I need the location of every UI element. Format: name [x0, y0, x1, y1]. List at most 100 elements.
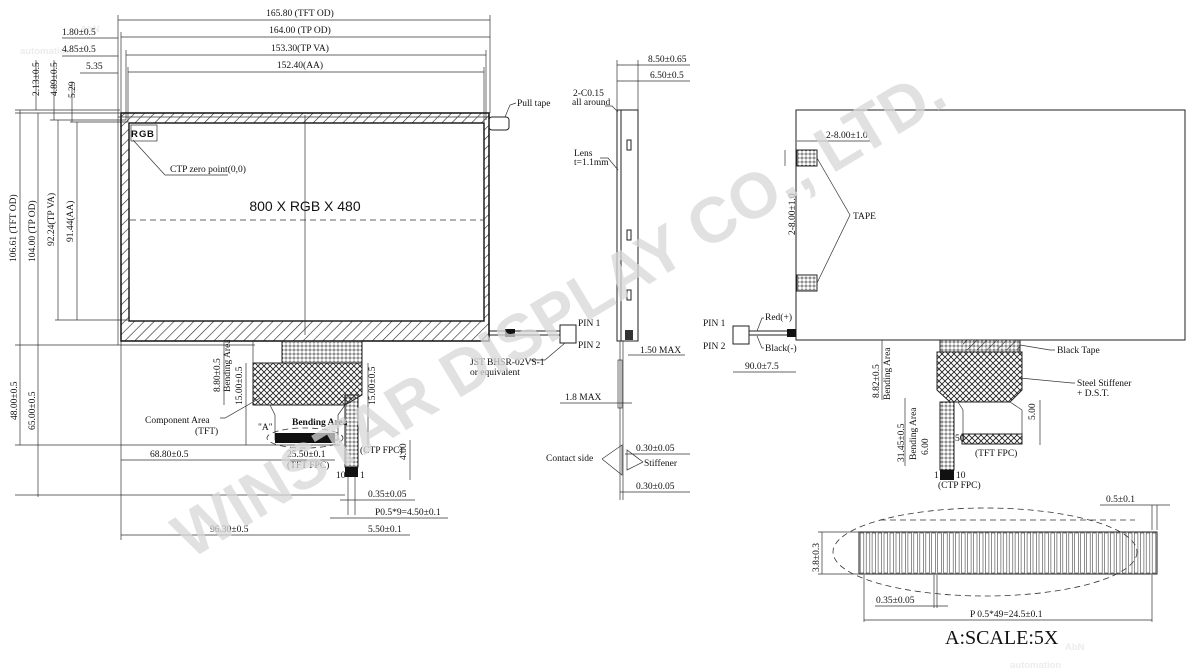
dim-882: 8.82±0.5 [872, 364, 882, 398]
contact-finger [895, 532, 900, 574]
contact-finger [1110, 532, 1115, 574]
dim-035: 0.35±0.05 [368, 490, 407, 500]
back-view: 2-8.00±1.0 2-8.00±1.0 TAPE PIN 1 PIN 2 R… [703, 109, 1186, 491]
chamfer-label: 2-C0.15 [573, 89, 604, 99]
dim-030-a: 0.30±0.05 [636, 444, 675, 454]
contact-finger [1002, 532, 1008, 574]
contact-finger [1098, 532, 1103, 574]
dim-550: 5.50±0.1 [368, 525, 402, 535]
detail-contacts [858, 531, 1158, 575]
contact-finger [1044, 532, 1049, 574]
dim-1500-a: 15.00±0.5 [235, 366, 245, 405]
dim-aa-height: 91.44(AA) [65, 201, 76, 242]
back-ctp-fpc-label: (CTP FPC) [938, 480, 981, 491]
jst-label: JST BHSR-02VS-1 [470, 358, 545, 368]
contact-finger [1151, 532, 1157, 574]
pull-tape [488, 116, 510, 131]
tft-fpc-label: (TFT FPC) [287, 460, 329, 471]
back-pin1-label: PIN 1 [703, 319, 726, 329]
contact-finger [1038, 532, 1043, 574]
stiffener-label: Stiffener [644, 458, 678, 469]
contact-finger [1104, 532, 1109, 574]
dim-880: 8.80±0.5 [213, 358, 223, 392]
svg-text:AbN: AbN [80, 24, 100, 35]
contact-finger [984, 532, 990, 574]
contact-finger [990, 532, 996, 574]
dim-top-1: 2.13±0.5 [32, 62, 42, 96]
steel-stiffener-label: Steel Stiffener [1077, 378, 1132, 389]
contact-finger [1020, 532, 1025, 574]
active-area [128, 122, 485, 322]
ctp-fpc-label: (CTP FPC) [360, 445, 403, 456]
component-area-label-2: (TFT) [195, 426, 218, 437]
dim-tft-od-width: 165.80 (TFT OD) [266, 8, 334, 19]
contact-finger [1074, 532, 1079, 574]
abn-watermark-top: AbN automation [20, 24, 100, 57]
resolution-label: 800 X RGB X 480 [249, 198, 361, 214]
jst-connector [559, 324, 577, 344]
contact-finger [1086, 532, 1091, 574]
rgb-r: R [131, 129, 138, 140]
svg-text:AbN: AbN [1065, 642, 1085, 653]
contact-finger [865, 532, 871, 574]
dim-3145: 31.45±0.5 [897, 423, 907, 462]
contact-finger [1122, 532, 1127, 574]
pull-tape-label: Pull tape [517, 99, 551, 109]
dim-tape-height: 2-8.00±1.0 [788, 193, 798, 235]
contact-finger [919, 532, 924, 574]
dim-detail-035: 0.35±0.05 [876, 596, 915, 606]
dim-500: 5.00 [1028, 403, 1038, 420]
jst-label-2: or equivalent [470, 368, 520, 378]
detail-a-callout: "A" [258, 423, 273, 433]
contact-finger [931, 532, 936, 574]
dim-left-2: 4.85±0.5 [62, 45, 96, 55]
contact-finger [1128, 532, 1133, 574]
back-connector [732, 325, 750, 345]
black-tape-label: Black Tape [1057, 346, 1100, 356]
contact-finger [883, 532, 888, 574]
contact-finger [1056, 532, 1061, 574]
contact-finger [1014, 532, 1019, 574]
pin-1-label: 1 [360, 471, 365, 481]
pin1-label: PIN 1 [578, 319, 601, 329]
dim-cable-length: 90.0±7.5 [745, 362, 779, 372]
detail-a: 0.5±0.1 3.8±0.3 0.35±0.05 P 0.5*49=24.5±… [812, 495, 1170, 649]
contact-finger [907, 532, 912, 574]
back-bending-label-2: Bending Area [909, 407, 919, 460]
dim-030-b: 0.30±0.05 [636, 482, 675, 492]
steel-stiffener-label-2: + D.S.T. [1077, 389, 1109, 399]
contact-finger [967, 532, 972, 574]
bending-area-label: Bending Area [223, 339, 233, 392]
contact-finger [1140, 532, 1145, 574]
dim-38: 3.8±0.3 [812, 543, 822, 572]
back-pin-10-label: 10 [956, 471, 966, 481]
dim-600: 6.00 [921, 438, 931, 455]
dim-tape-width: 2-8.00±1.0 [826, 131, 868, 141]
dim-850: 8.50±0.65 [648, 55, 687, 65]
back-pin-1-label: 1 [934, 471, 939, 481]
back-tft-fpc-label: (TFT FPC) [975, 448, 1017, 459]
lens-thickness-label: t=1.1mm [574, 158, 609, 168]
dim-detail-pitch: P 0.5*49=24.5±0.1 [970, 610, 1043, 620]
dim-tp-od-width: 164.00 (TP OD) [269, 25, 331, 36]
contact-finger [979, 532, 984, 574]
contact-finger [925, 532, 930, 574]
rgb-g: G [139, 129, 146, 140]
dim-tp-od-height: 104.00 (TP OD) [27, 200, 38, 262]
contact-finger [1008, 532, 1014, 574]
dim-tft-od-height: 106.61 (TFT OD) [8, 194, 19, 262]
ctp-zero-label: CTP zero point(0,0) [170, 164, 246, 175]
dim-top-2: 4.89±0.5 [50, 62, 60, 96]
contact-finger [1080, 532, 1085, 574]
contact-finger [1026, 532, 1031, 574]
black-wire-label: Black(-) [765, 343, 797, 354]
dim-left-3: 5.35 [86, 62, 103, 72]
contact-finger [1050, 532, 1055, 574]
lens-label: Lens [574, 149, 593, 159]
pin2-label: PIN 2 [578, 341, 601, 351]
contact-finger [996, 532, 1002, 574]
contact-finger [937, 532, 942, 574]
dim-2550: 25.50±0.1 [287, 450, 326, 460]
scale-label: A:SCALE:5X [945, 627, 1059, 649]
